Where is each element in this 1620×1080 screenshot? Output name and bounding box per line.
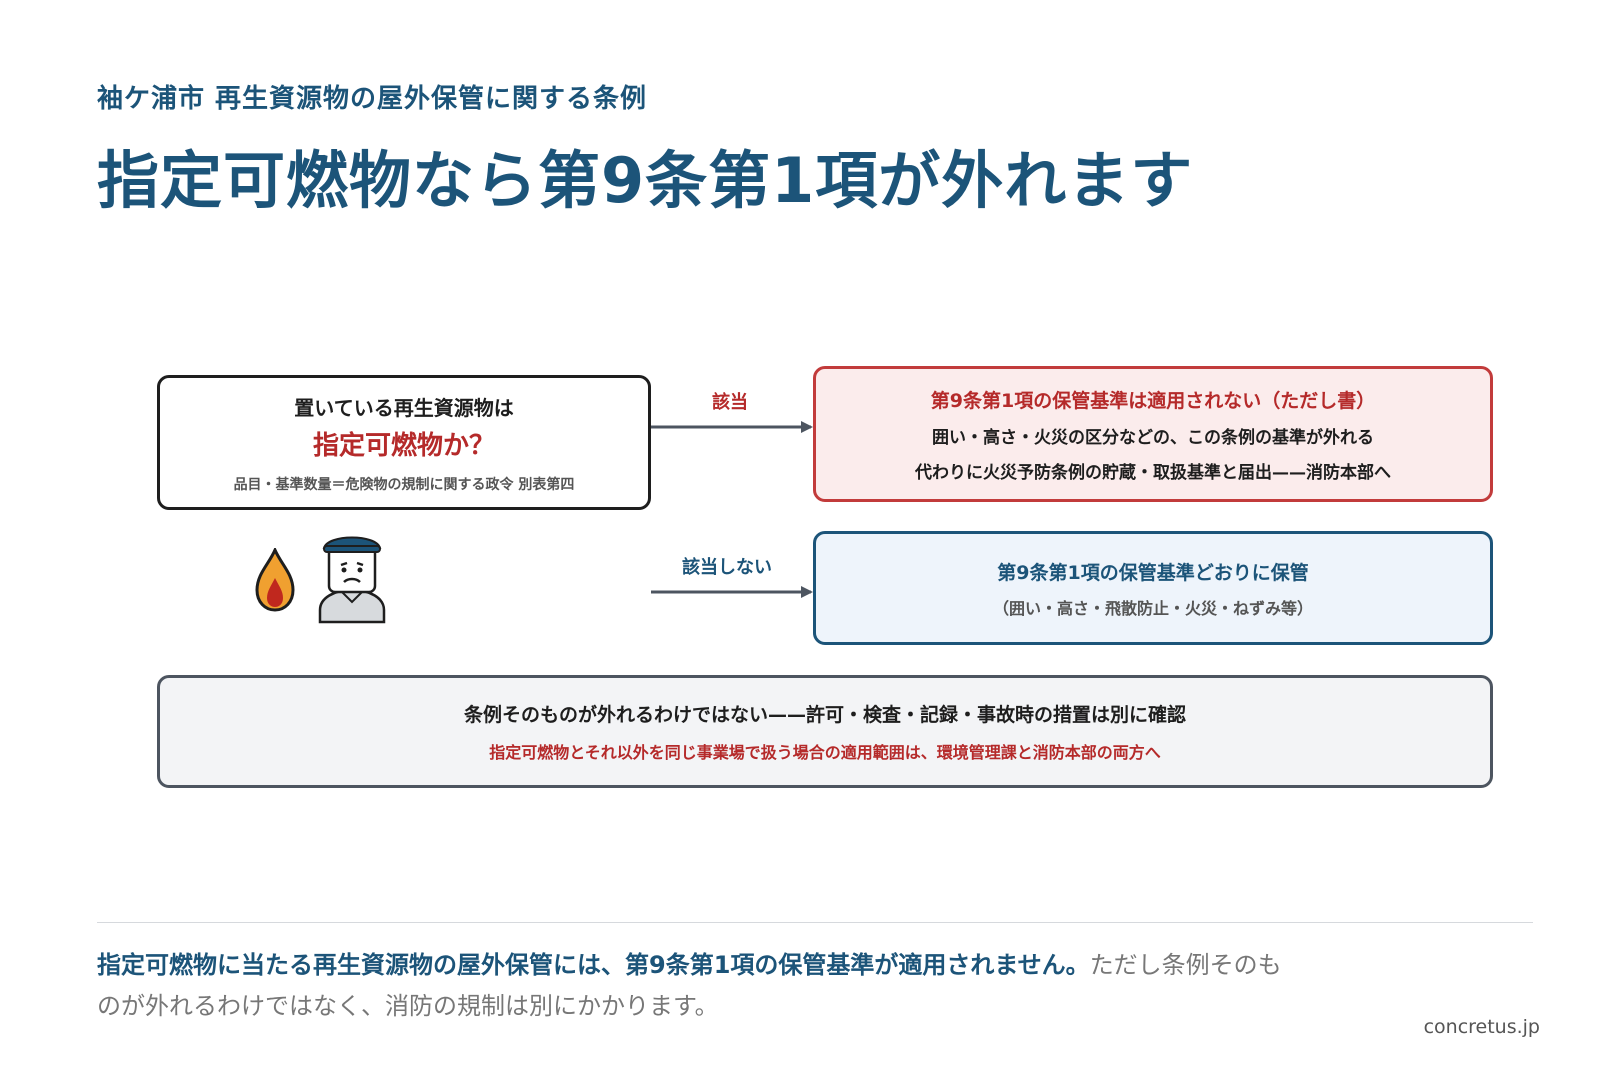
question-line3: 品目・基準数量＝危険物の規制に関する政令 別表第四 bbox=[233, 476, 575, 493]
brand-name[interactable]: concretus.jp bbox=[1423, 1016, 1540, 1038]
worker-icon bbox=[318, 536, 386, 624]
note-line1: 条例そのものが外れるわけではない——許可・検査・記録・事故時の措置は別に確認 bbox=[463, 704, 1186, 726]
exempt-title: 第9条第1項の保管基準は適用されない（ただし書） bbox=[930, 389, 1376, 412]
footer-summary: 指定可燃物に当たる再生資源物の屋外保管には、第9条第1項の保管基準が適用されませ… bbox=[97, 945, 1297, 1027]
footer-divider bbox=[97, 922, 1533, 923]
page-title: 指定可燃物なら第9条第1項が外れます bbox=[97, 144, 1194, 217]
standard-box: 第9条第1項の保管基準どおりに保管 （囲い・高さ・飛散防止・火災・ねずみ等） bbox=[813, 531, 1493, 645]
exempt-line1: 囲い・高さ・火災の区分などの、この条例の基準が外れる bbox=[932, 427, 1374, 448]
question-line1: 置いている再生資源物は bbox=[294, 395, 514, 420]
exempt-line2: 代わりに火災予防条例の貯蔵・取扱基準と届出——消防本部へ bbox=[915, 462, 1391, 483]
footer-summary-bold: 指定可燃物に当たる再生資源物の屋外保管には、第9条第1項の保管基準が適用されませ… bbox=[97, 951, 1090, 979]
footer-summary-normal: ただし条例そのものが外れるわけではなく、消防の規制は別にかかります。 bbox=[97, 951, 1282, 1020]
flame-icon bbox=[255, 548, 295, 612]
question-box: 置いている再生資源物は 指定可燃物か？ 品目・基準数量＝危険物の規制に関する政令… bbox=[157, 375, 651, 510]
branch-yes-label: 該当 bbox=[712, 392, 748, 413]
question-line2: 指定可燃物か？ bbox=[312, 430, 495, 461]
page-subtitle: 袖ケ浦市 再生資源物の屋外保管に関する条例 bbox=[97, 84, 648, 114]
standard-line1: （囲い・高さ・飛散防止・火災・ねずみ等） bbox=[992, 598, 1313, 618]
exempt-box: 第9条第1項の保管基準は適用されない（ただし書） 囲い・高さ・火災の区分などの、… bbox=[813, 366, 1493, 502]
standard-title: 第9条第1項の保管基準どおりに保管 bbox=[997, 561, 1309, 584]
branch-no-label: 該当しない bbox=[682, 557, 772, 578]
note-line2: 指定可燃物とそれ以外を同じ事業場で扱う場合の適用範囲は、環境管理課と消防本部の両… bbox=[489, 743, 1161, 762]
note-box: 条例そのものが外れるわけではない——許可・検査・記録・事故時の措置は別に確認 指… bbox=[157, 675, 1493, 788]
